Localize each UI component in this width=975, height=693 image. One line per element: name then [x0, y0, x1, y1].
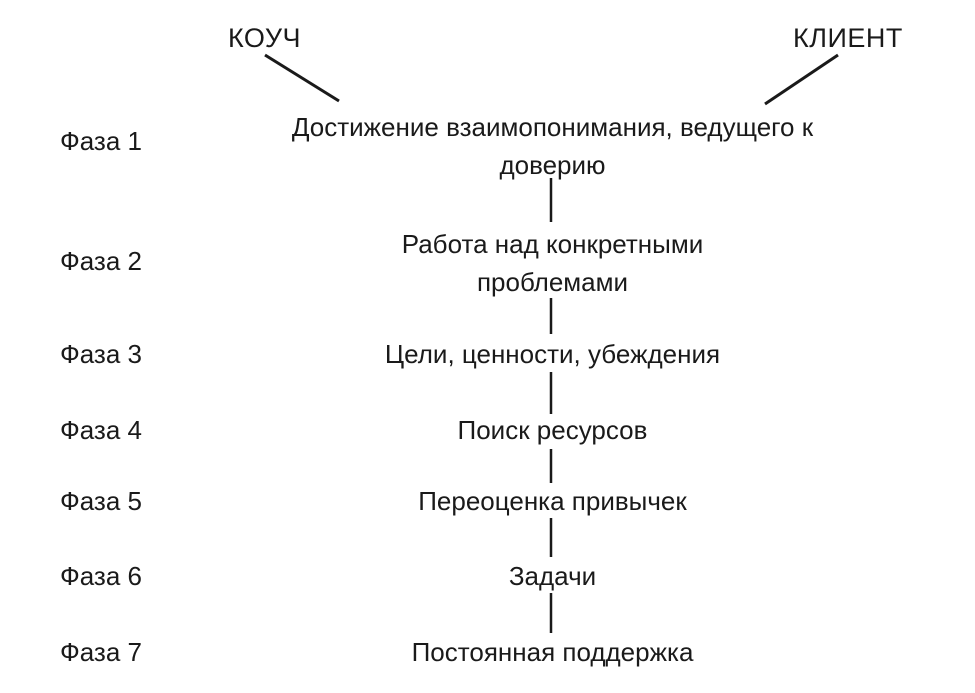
phase-4-text: Поиск ресурсов — [457, 415, 648, 445]
phase-3-text: Цели, ценности, убеждения — [384, 339, 721, 369]
phase-1-text: Достижение взаимопонимания, ведущего к д… — [291, 112, 814, 180]
phase-5-text: Переоценка привычек — [418, 486, 687, 516]
coach-connector-line — [264, 53, 340, 103]
phase-7-text: Постоянная поддержка — [411, 637, 694, 667]
phase-6-label: Фаза 6 — [60, 561, 142, 591]
phase-7-label: Фаза 7 — [60, 637, 142, 667]
phase-6-text: Задачи — [508, 561, 597, 591]
coach-label: КОУЧ — [228, 23, 301, 53]
client-connector-line — [764, 53, 839, 106]
phase-2-label: Фаза 2 — [60, 246, 142, 276]
phase-3-label: Фаза 3 — [60, 339, 142, 369]
phase-4-label: Фаза 4 — [60, 415, 142, 445]
phase-1-label: Фаза 1 — [60, 126, 142, 156]
phase-5-label: Фаза 5 — [60, 486, 142, 516]
client-label: КЛИЕНТ — [793, 23, 903, 53]
phase-2-text: Работа над конкретными проблемами — [401, 229, 704, 297]
